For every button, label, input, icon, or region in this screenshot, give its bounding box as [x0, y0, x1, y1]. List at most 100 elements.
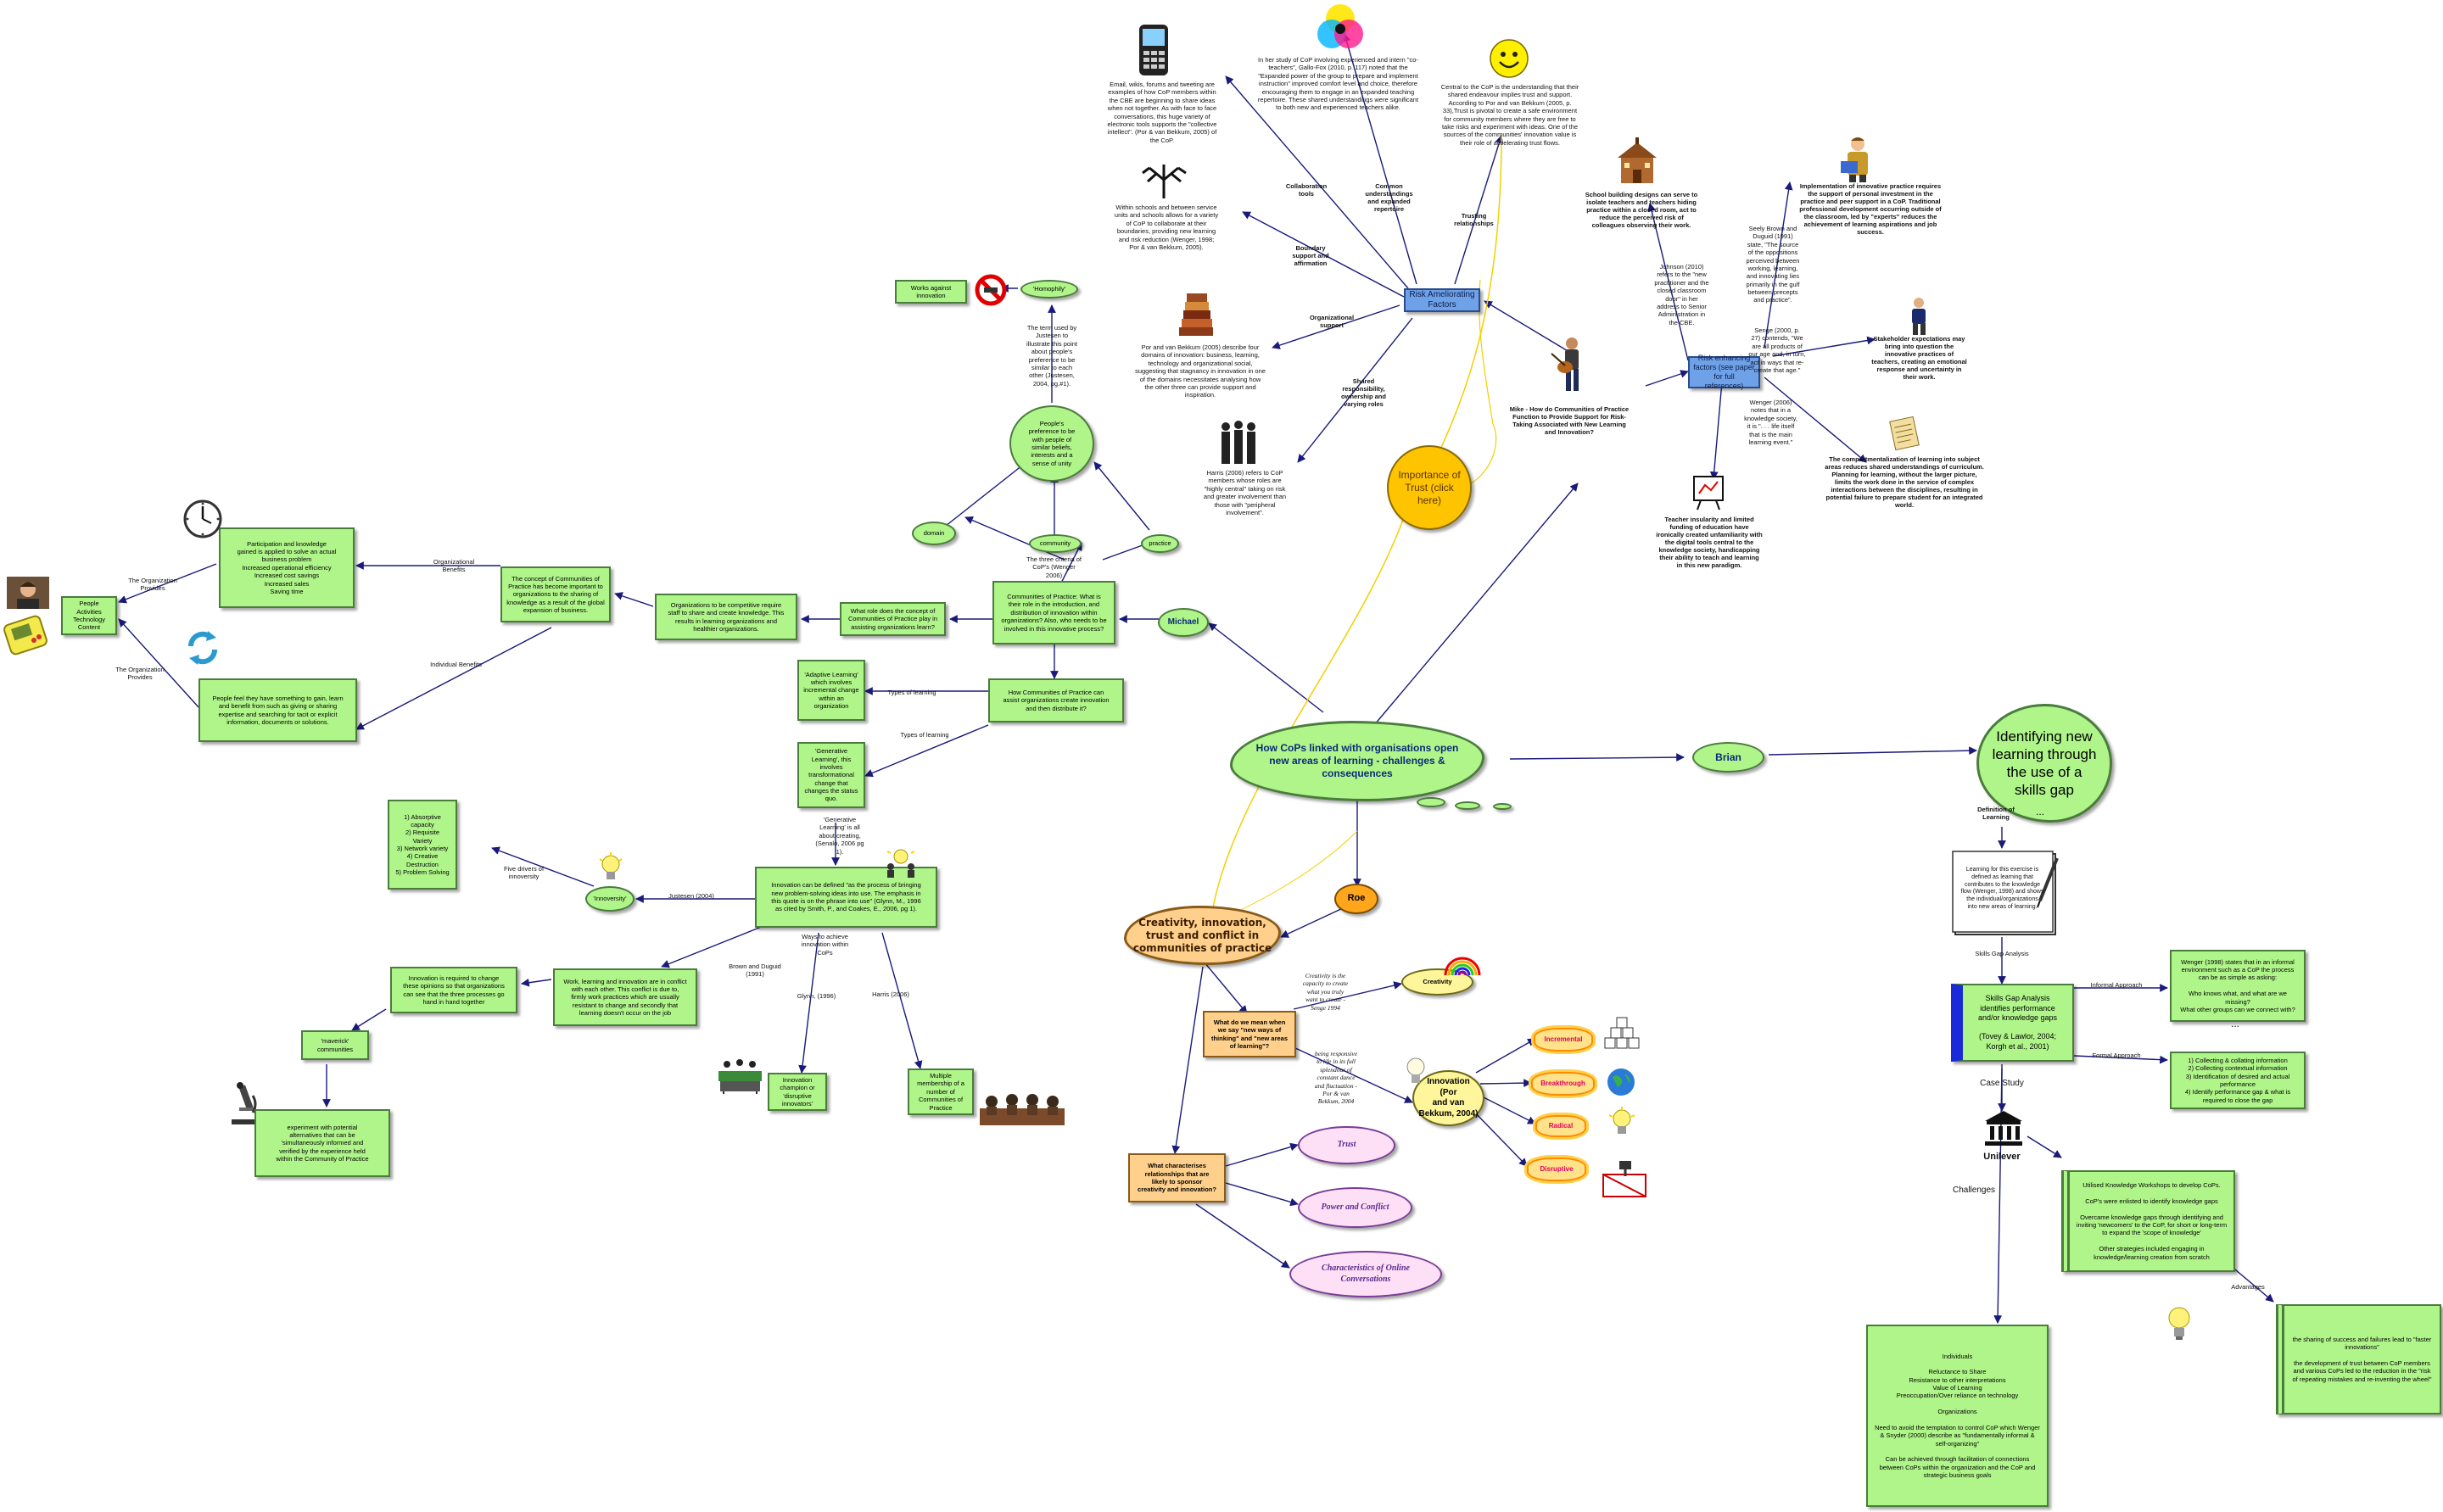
label-formal-approach: Formal Approach [2092, 1052, 2141, 1059]
edge-concept-people [355, 627, 552, 730]
node-breakthrough[interactable]: Breakthrough [1531, 1072, 1595, 1096]
node-cop-what[interactable]: Communities of Practice: What is their r… [992, 581, 1115, 644]
edge-work-innovreq [521, 978, 552, 987]
edge-practice-pref [1093, 461, 1150, 531]
lightbulb-icon-2 [2166, 1306, 2193, 1343]
edge-shared [1297, 317, 1413, 463]
teacher-icon [1836, 136, 1875, 182]
node-what-mean[interactable]: What do we mean when we say "new ways of… [1203, 1011, 1296, 1057]
node-what-characterises[interactable]: What characterises relationships that ar… [1128, 1153, 1226, 1202]
globe-icon [1606, 1067, 1636, 1097]
node-innovation-required[interactable]: Innovation is required to change these o… [390, 967, 517, 1013]
text-creativity-quote: Creativity is the capacity to create wha… [1302, 972, 1349, 1012]
edge-mike-enhancing [1645, 370, 1689, 387]
node-resources[interactable]: People Activities Technology Content [61, 596, 117, 635]
node-experiment[interactable]: experiment with potential alternatives t… [254, 1109, 390, 1177]
edge-school-building [1647, 203, 1689, 361]
cloud-bubble-1 [1417, 797, 1445, 807]
edge-compartment [1764, 377, 1867, 463]
edge-trusting [1454, 135, 1504, 285]
node-work-learning[interactable]: Work, learning and innovation are in con… [553, 968, 697, 1026]
label-unilever: Unilever [1983, 1152, 2021, 1162]
node-incremental[interactable]: Incremental [1534, 1028, 1593, 1052]
node-drivers[interactable]: 1) Absorptive capacity 2) Requisite Vari… [388, 800, 457, 890]
node-works-against[interactable]: Works against innovation [895, 280, 967, 304]
label-types-learning-2: Types of learning [900, 731, 949, 739]
node-people-feel[interactable]: People feel they have something to gain,… [198, 678, 357, 742]
edge-orgs-concept [614, 592, 654, 607]
node-power-conflict[interactable]: Power and Conflict [1298, 1187, 1412, 1228]
node-online-conversations[interactable]: Characteristics of Online Conversations [1289, 1251, 1442, 1297]
text-compartmentalization: The compartmentalization of learning int… [1825, 455, 1984, 509]
edge-innov-radical [1479, 1095, 1536, 1124]
text-email-wikis: Email, wikis, forums and tweeting are ex… [1107, 81, 1217, 144]
trust-link-2 [1212, 516, 1405, 908]
node-challenges-text[interactable]: Individuals Reluctance to Share Resistan… [1866, 1325, 2049, 1507]
node-formal-steps[interactable]: 1) Collecting & collating information 2)… [2170, 1052, 2306, 1109]
node-practice[interactable]: practice [1141, 534, 1179, 553]
label-org-provides-2: The Organization Provides [115, 666, 165, 682]
microscope-icon [227, 1079, 261, 1125]
edge-cloud-whatmean [1204, 962, 1248, 1014]
edge-skills-challenges [1993, 1068, 2003, 1324]
person-roe[interactable]: Roe [1334, 884, 1378, 914]
node-innoversity[interactable]: 'Innoversity' [585, 886, 635, 912]
node-peoples-preference[interactable]: People's preference to be with people of… [1009, 405, 1094, 482]
label-ellipsis-2: ... [2230, 1018, 2239, 1029]
label-indiv-benefits: Individual Benefits [430, 661, 482, 668]
node-generative-learning[interactable]: 'Generative Learning', this involves tra… [797, 742, 865, 808]
trust-link-3 [1462, 279, 1497, 488]
node-creativity-cloud[interactable]: Creativity, innovation, trust and confli… [1124, 906, 1281, 965]
text-term-used: The term used by Justesen to illustrate … [1026, 324, 1078, 388]
node-innovation-por[interactable]: Innovation (Por and van Bekkum, 2004) [1412, 1070, 1484, 1126]
label-challenges: Challenges [1952, 1186, 1996, 1195]
node-innovation-champion[interactable]: Innovation champion or 'disruptive innov… [768, 1073, 827, 1111]
node-how-cop[interactable]: How Communities of Practice can assist o… [988, 678, 1124, 723]
node-maverick[interactable]: 'maverick' communities [301, 1030, 369, 1060]
edge-participation-resources [118, 563, 217, 604]
node-community[interactable]: community [1029, 534, 1082, 553]
edge-mike-ameliorating [1484, 300, 1570, 353]
node-advantages-text[interactable]: the sharing of success and failures lead… [2276, 1304, 2441, 1414]
text-wenger-2006: Wenger (2006) notes that in a knowledge … [1744, 399, 1797, 446]
edge-cloud-whatchar [1171, 966, 1204, 1154]
node-trust[interactable]: Trust [1298, 1126, 1395, 1164]
text-stakeholder: Stakeholder expectations may bring into … [1871, 335, 1967, 381]
node-adaptive-learning[interactable]: 'Adaptive Learning' which involves incre… [797, 660, 865, 721]
edge-innovation-work [661, 923, 769, 968]
central-topic[interactable]: How CoPs linked with organisations open … [1230, 721, 1484, 801]
node-disruptive[interactable]: Disruptive [1527, 1158, 1586, 1181]
person-michael[interactable]: Michael [1158, 608, 1209, 637]
node-skills-gap[interactable]: Skills Gap Analysis identifies performan… [1951, 984, 2074, 1062]
node-utilised-workshops[interactable]: Utilised Knowledge Workshops to develop … [2061, 1170, 2235, 1272]
node-multiple-membership[interactable]: Multiple membership of a number of Commu… [908, 1068, 974, 1115]
node-identifying-new-learning[interactable]: Identifying new learning through the use… [1976, 704, 2112, 823]
edge-roe-cloud [1280, 907, 1345, 938]
node-orgs-competitive[interactable]: Organizations to be competitive require … [655, 594, 797, 640]
text-three-criteria: The three criteria of CoP's (Wenger 2006… [1026, 555, 1082, 579]
node-radical[interactable]: Radical [1535, 1115, 1586, 1137]
guitar-player-icon [1548, 335, 1590, 394]
recycle-icon [182, 628, 223, 668]
bank-icon [1983, 1109, 2024, 1147]
edge-innov-breakthrough [1479, 1079, 1532, 1088]
mike-question[interactable]: Mike - How do Communities of Practice Fu… [1509, 405, 1630, 436]
node-homophily[interactable]: 'Homophily' [1020, 280, 1078, 298]
node-domain[interactable]: domain [912, 522, 956, 545]
node-creativity[interactable]: Creativity [1401, 968, 1473, 996]
risk-enhancing-factors[interactable]: Risk enhancing factors (see paper for fu… [1688, 354, 1760, 390]
label-common-understandings: Common understandings and expanded reper… [1365, 182, 1413, 213]
person-brian[interactable]: Brian [1692, 742, 1764, 773]
node-what-role[interactable]: What role does the concept of Communitie… [840, 602, 946, 636]
node-innovation-definition[interactable]: Innovation can be defined "as the proces… [755, 867, 937, 928]
label-case-study: Case Study [1980, 1079, 2024, 1088]
label-glynn: Glynn, (1996) [797, 992, 836, 1000]
node-wenger-informal[interactable]: Wenger (1998) states that in an informal… [2170, 950, 2306, 1022]
edge-how-generative [864, 724, 989, 778]
node-concept-cop[interactable]: The concept of Communities of Practice h… [500, 566, 611, 622]
risk-ameliorating-factors[interactable]: Risk Ameliorating Factors [1404, 288, 1480, 312]
node-participation[interactable]: Participation and knowledge gained is ap… [219, 527, 355, 608]
label-ellipsis-1: ... [2035, 806, 2044, 817]
importance-of-trust[interactable]: Importance of Trust (click here) [1387, 445, 1472, 530]
